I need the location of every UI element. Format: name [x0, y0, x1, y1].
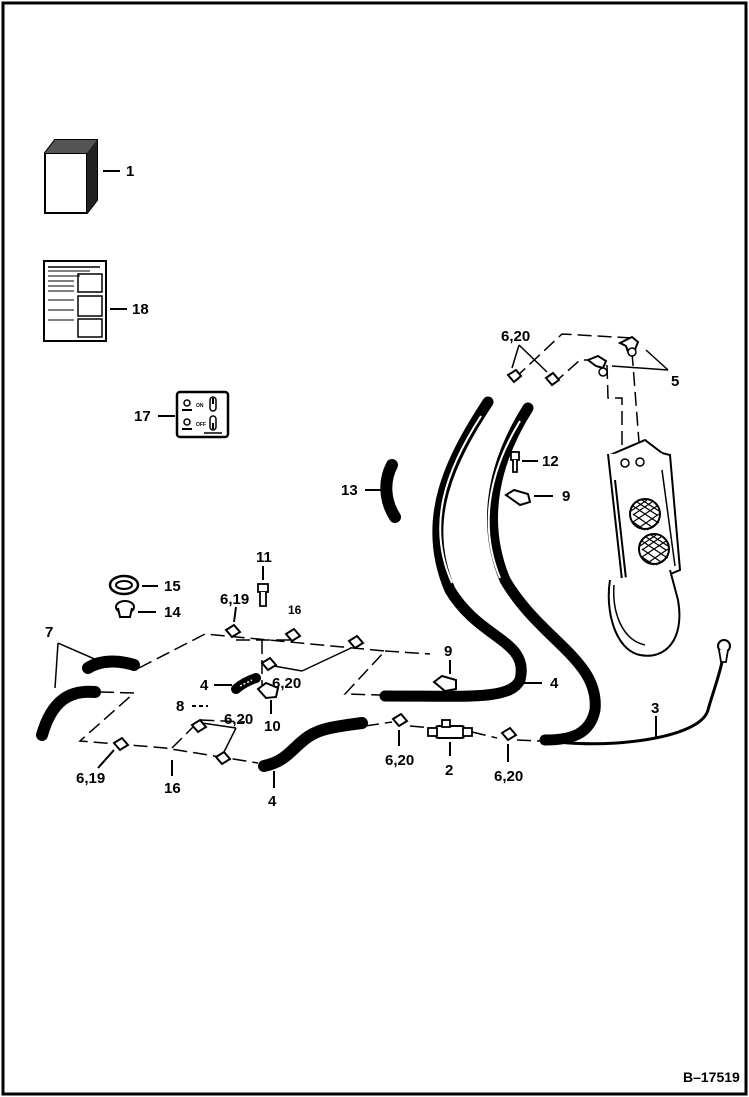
decal-sheet-part [43, 260, 107, 342]
callout-12: 12 [542, 453, 559, 470]
hose-4-short [231, 673, 261, 694]
routing-dashed-lines [78, 333, 641, 764]
leader-5b [611, 365, 669, 371]
callout-6-20-bm: 6,20 [385, 752, 414, 769]
callout-8: 8 [176, 698, 184, 715]
leader-620-top-a [511, 344, 520, 369]
callout-7: 7 [45, 624, 53, 641]
callout-5: 5 [671, 373, 679, 390]
manual-box-part [44, 139, 98, 214]
callout-11: 11 [256, 549, 272, 566]
heater-hose-left [379, 396, 527, 702]
hose-highlights [439, 415, 521, 584]
on-off-decal-part: ON OFF [175, 390, 230, 439]
hose-7-upper [82, 655, 140, 674]
heater-grille-top [629, 498, 661, 531]
callout-10: 10 [264, 718, 281, 735]
leader-620-mid-b [301, 647, 352, 672]
hidden-callout-mark: 16 [288, 603, 302, 617]
callout-6-20-mid: 6,20 [272, 675, 301, 692]
callout-4-right: 4 [550, 675, 559, 692]
leader-5a [645, 349, 669, 371]
callout-6-19-bottom: 6,19 [76, 770, 105, 787]
callout-16: 16 [164, 780, 181, 797]
callout-15: 15 [164, 578, 181, 595]
leader-620-mid-a [273, 665, 303, 672]
bolt-11 [257, 583, 269, 607]
control-cable-3 [544, 639, 731, 746]
callout-2: 2 [445, 762, 453, 779]
water-valve-2 [427, 719, 473, 739]
heater-hose-right [487, 402, 601, 746]
callout-6-20-br: 6,20 [494, 768, 523, 785]
leader-620-top-b [518, 344, 548, 373]
leader-7a [54, 642, 59, 689]
callout-14: 14 [164, 604, 181, 621]
leader-620-low-b [201, 722, 237, 729]
heater-unit [607, 438, 682, 657]
hose-piece-13 [380, 459, 401, 523]
clamp-9-right [504, 488, 532, 507]
callout-13: 13 [341, 482, 358, 499]
grommet-15 [108, 574, 140, 596]
leader-619-top [233, 606, 237, 623]
callout-1: 1 [126, 163, 134, 180]
svg-text:OFF: OFF [196, 422, 206, 428]
callout-6-19-top: 6,19 [220, 591, 249, 608]
callout-17: 17 [134, 408, 151, 425]
heater-grille-bottom [638, 533, 670, 566]
bolt-12 [510, 451, 520, 473]
leader-619-bottom [97, 749, 115, 769]
clamp-9-mid [432, 674, 457, 693]
figure-reference: B–17519 [683, 1069, 740, 1085]
leader-620-low-a [223, 727, 237, 753]
callout-9-right: 9 [562, 488, 570, 505]
clamp-10 [256, 681, 280, 700]
hose-4-bottom [258, 717, 368, 772]
elbow-fittings-5 [585, 335, 640, 377]
callout-6-20-top: 6,20 [501, 328, 530, 345]
leader-7b [57, 642, 98, 661]
callout-4-left: 4 [200, 677, 209, 694]
callout-3: 3 [651, 700, 659, 717]
hose-clamps-top [506, 368, 561, 387]
callout-6-20-low: 6,20 [224, 711, 253, 728]
svg-text:ON: ON [196, 403, 204, 409]
callout-4-bottom: 4 [268, 793, 277, 810]
plug-14 [115, 600, 135, 618]
hose-7-lower [36, 685, 101, 741]
callout-9-mid: 9 [444, 643, 452, 660]
callout-18: 18 [132, 301, 149, 318]
